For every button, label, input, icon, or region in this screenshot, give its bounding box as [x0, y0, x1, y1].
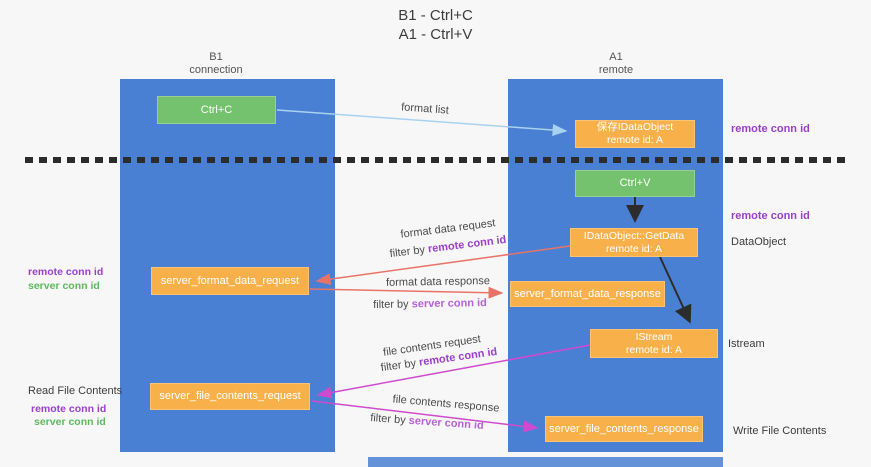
bottom-partial-bar [368, 457, 723, 467]
lifeline-a1-subtitle: remote [598, 64, 634, 76]
filter-by-text-4: filter by [369, 412, 410, 427]
filter-by-text-1: filter by [389, 243, 429, 261]
title-line-1: B1 - Ctrl+C [398, 7, 473, 24]
node-idataobject-getdata: IDataObject::GetData remote id: A [570, 228, 698, 257]
node-server-format-data-response: server_format_data_response [510, 281, 665, 307]
node-save-idataobject-line1: 保存IDataObject [596, 121, 674, 133]
lifeline-a1-name: A1 [609, 51, 623, 63]
annotation-istream: Istream [728, 338, 765, 350]
annotation-left1-server-conn-id: server conn id [28, 280, 100, 292]
lifeline-header-b1: B1 connection [126, 51, 306, 77]
filter-value-server-1: server conn id [411, 297, 487, 311]
node-server-file-contents-response: server_file_contents_response [545, 416, 703, 442]
annotation-dataobject: DataObject [731, 236, 787, 248]
label-filter-by-server-1: filter by server conn id [373, 297, 487, 311]
title-line-2: A1 - Ctrl+V [398, 26, 473, 43]
diagram-title: B1 - Ctrl+C A1 - Ctrl+V [0, 6, 871, 44]
annotation-left2-server-conn-id: server conn id [34, 416, 106, 428]
node-ctrl-c: Ctrl+C [157, 96, 276, 124]
node-ctrl-v: Ctrl+V [575, 170, 695, 197]
lifeline-header-a1: A1 remote [526, 51, 706, 77]
annotation-remote-conn-id-mid: remote conn id [731, 210, 810, 222]
filter-by-text-2: filter by [373, 298, 412, 311]
label-filter-by-server-2: filter by server conn id [370, 412, 484, 432]
lifeline-b1-name: B1 [209, 51, 223, 63]
node-server-file-contents-request: server_file_contents_request [150, 383, 310, 410]
node-server-format-data-request: server_format_data_request [151, 267, 309, 295]
node-getdata-line1: IDataObject::GetData [583, 229, 685, 242]
dashed-separator [25, 157, 846, 163]
annotation-remote-conn-id-top: remote conn id [731, 123, 810, 135]
label-file-contents-response: file contents response [392, 393, 500, 415]
node-istream: IStream remote id: A [590, 329, 718, 358]
annotation-left2-remote-conn-id: remote conn id [31, 403, 107, 415]
lifeline-b1-subtitle: connection [189, 64, 243, 76]
node-istream-line1: IStream [635, 330, 673, 343]
filter-value-server-2: server conn id [408, 414, 485, 432]
filter-by-text-3: filter by [380, 356, 420, 375]
annotation-write-file-contents: Write File Contents [733, 425, 827, 437]
label-format-list: format list [400, 101, 450, 117]
node-save-idataobject: 保存IDataObject remote id: A [575, 120, 695, 148]
annotation-read-file-contents: Read File Contents [28, 385, 123, 397]
node-save-idataobject-line2: remote id: A [606, 134, 664, 146]
node-istream-line2: remote id: A [625, 343, 683, 356]
arrow-format-data-response [309, 286, 504, 299]
node-getdata-line2: remote id: A [605, 242, 663, 255]
annotation-left1-remote-conn-id: remote conn id [28, 266, 104, 278]
label-format-data-response: format data response [385, 275, 491, 289]
filter-value-remote-1: remote conn id [427, 233, 507, 256]
